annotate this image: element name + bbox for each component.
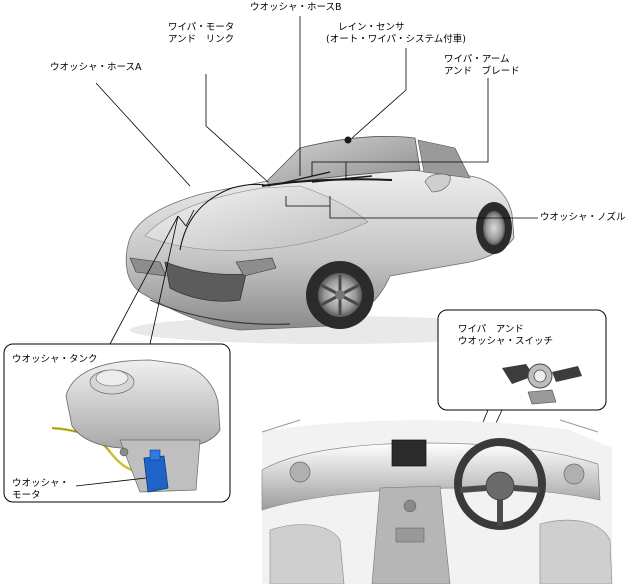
- label-washer-tank: ウオッシャ・タンク: [12, 354, 98, 365]
- label-washer-hose-a: ウオッシャ・ホースA: [50, 62, 142, 73]
- interior-illustration: [261, 419, 613, 584]
- label-rain-sensor-line2: (オート・ワイパ・システム付車): [326, 34, 466, 45]
- label-wiper-motor-link-line1: ワイパ・モータ: [168, 22, 235, 33]
- car-leader-lines: [95, 16, 538, 345]
- washer-tank-inset: [3, 343, 231, 503]
- label-washer-motor-line1: ウオッシャ・: [12, 478, 70, 489]
- label-rain-sensor-line1: レイン・センサ: [338, 22, 405, 33]
- label-wiper-arm-blade-line2: アンド ブレード: [444, 66, 520, 77]
- wiper-switch-inset: [437, 309, 607, 489]
- label-washer-hose-b: ウオッシャ・ホースB: [250, 2, 342, 13]
- label-wiper-switch-line2: ウオッシャ・スイッチ: [458, 336, 554, 347]
- label-wiper-switch-line1: ワイパ アンド: [458, 324, 524, 335]
- label-wiper-motor-link-line2: アンド リンク: [168, 34, 235, 45]
- label-wiper-arm-blade-line1: ワイパ・アーム: [444, 54, 510, 65]
- car-illustration: [125, 136, 530, 344]
- label-washer-motor-line2: モータ: [12, 490, 41, 501]
- label-washer-nozzle: ウオッシャ・ノズル: [540, 212, 626, 223]
